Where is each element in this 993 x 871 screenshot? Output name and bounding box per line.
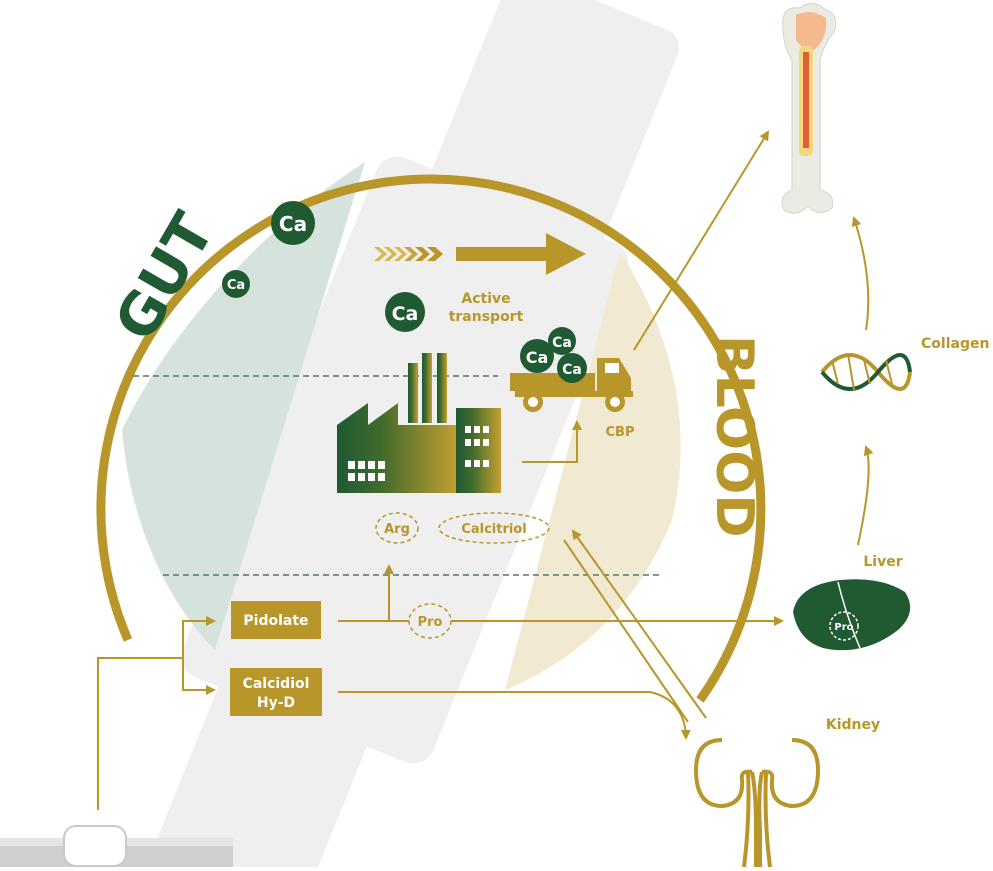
calcitriol-label: Calcitriol <box>461 522 526 537</box>
pro-label: Pro <box>418 615 443 630</box>
factory-windows <box>348 426 489 481</box>
ca-ion-small: Ca <box>222 270 250 298</box>
svg-text:Ca: Ca <box>392 303 419 325</box>
calcidiol-box <box>230 668 322 716</box>
svg-text:Ca: Ca <box>526 348 549 367</box>
cbp-label: CBP <box>606 425 635 440</box>
active-transport-label-2: transport <box>449 309 524 325</box>
bone-icon <box>781 3 837 214</box>
ca-ion-transport: Ca <box>385 292 425 332</box>
main-circle <box>96 174 766 703</box>
svg-text:Ca: Ca <box>562 362 582 378</box>
factory-to-truck-arrow <box>522 420 582 463</box>
collagen-label: Collagen <box>921 336 989 352</box>
active-transport-label-1: Active <box>461 291 510 307</box>
liver-icon: Pro <box>793 579 911 651</box>
collagen-icon <box>820 353 912 391</box>
kidney-label: Kidney <box>826 717 880 733</box>
package-image <box>0 825 233 871</box>
ca-ion-large: Ca <box>271 201 315 245</box>
chevron-stream-icon <box>374 247 443 261</box>
gut-zone <box>122 162 365 650</box>
big-arrow-icon <box>456 233 586 275</box>
svg-text:Ca: Ca <box>279 212 307 236</box>
arg-label: Arg <box>384 522 410 537</box>
svg-text:Ca: Ca <box>227 278 245 293</box>
liver-label: Liver <box>863 554 902 570</box>
pidolate-box <box>231 601 321 639</box>
calcitriol-oval <box>438 512 550 544</box>
calcidiol-label-1: Calcidiol <box>243 676 310 692</box>
blood-zone <box>505 252 681 690</box>
kidney-icon <box>693 738 821 868</box>
svg-text:Ca: Ca <box>552 335 572 351</box>
pidolate-label: Pidolate <box>243 613 308 629</box>
svg-text:Pro: Pro <box>834 622 853 633</box>
calcidiol-label-2: Hy-D <box>257 695 295 711</box>
ca-cargo: Ca Ca Ca <box>520 327 587 383</box>
blood-label: BLOOD <box>704 335 764 538</box>
factory-icon <box>337 353 501 493</box>
connector-lines <box>97 130 874 810</box>
arg-oval <box>375 512 419 544</box>
truck-icon <box>510 358 633 412</box>
